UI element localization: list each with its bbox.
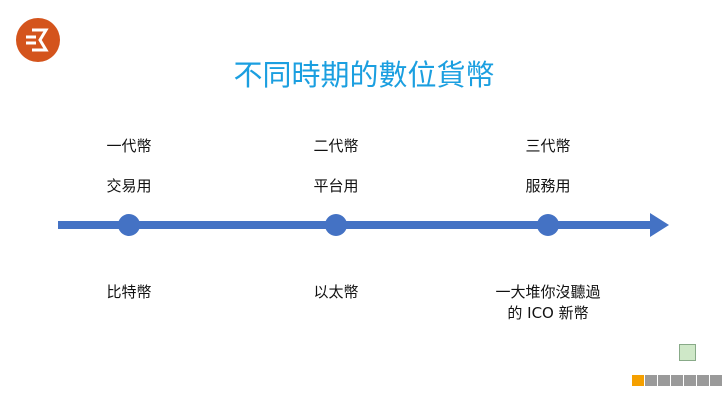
toolbar-button[interactable] — [645, 375, 658, 386]
toolbar-button[interactable] — [632, 375, 645, 386]
toolbar-button[interactable] — [684, 375, 697, 386]
toolbar-button[interactable] — [710, 375, 723, 386]
example-label: 以太幣 — [313, 283, 359, 301]
usage-label: 平台用 — [313, 177, 359, 195]
example-label: 比特幣 — [106, 283, 152, 301]
usage-label: 服務用 — [525, 177, 571, 195]
example-label: 一大堆你沒聽過 — [495, 283, 601, 301]
slide-title: 不同時期的數位貨幣 — [233, 58, 495, 92]
usage-label: 交易用 — [106, 177, 152, 195]
timeline-dot — [325, 214, 347, 236]
example-label-line2: 的 ICO 新幣 — [507, 304, 589, 322]
generation-label: 三代幣 — [525, 137, 571, 155]
toolbar-button[interactable] — [671, 375, 684, 386]
logo — [15, 17, 61, 67]
generation-label: 二代幣 — [313, 137, 359, 155]
toolbar-button[interactable] — [697, 375, 710, 386]
generation-label: 一代幣 — [106, 137, 152, 155]
toolbar-button[interactable] — [658, 375, 671, 386]
timeline-dot — [118, 214, 140, 236]
tree-icon[interactable] — [679, 344, 696, 361]
timeline-dot — [537, 214, 559, 236]
